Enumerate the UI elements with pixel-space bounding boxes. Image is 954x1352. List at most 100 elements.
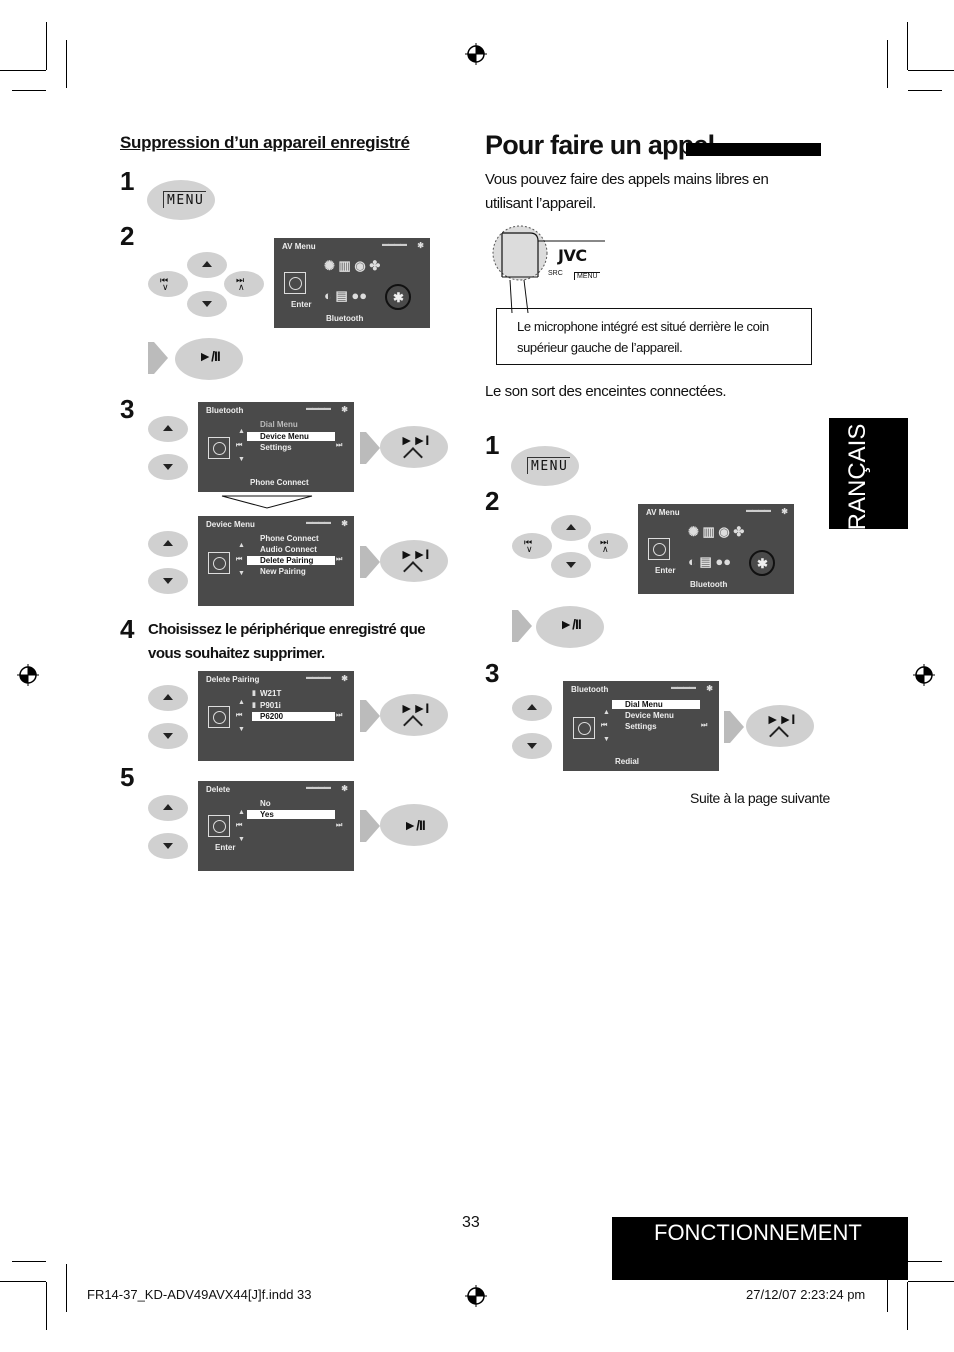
av-icons: ✺ ▥ ◉ ✤ — [688, 524, 745, 539]
step-number: 2 — [120, 221, 135, 251]
menu-label: MENU — [163, 191, 207, 208]
crop-mark — [887, 40, 888, 88]
svg-text:✱: ✱ — [757, 556, 768, 571]
next-up-button[interactable]: ►►I — [380, 694, 448, 736]
step-number: 2 — [485, 486, 500, 516]
up-button[interactable] — [187, 252, 227, 278]
play-pause-label: ►/II — [198, 348, 221, 364]
jvc-logo: JVC — [558, 246, 587, 265]
registration-mark-icon — [913, 664, 935, 686]
device-item: P901i — [260, 701, 281, 710]
crop-mark — [908, 1261, 942, 1262]
page-number: 33 — [462, 1214, 480, 1231]
arrow-down-icon: ▼ — [238, 726, 245, 733]
next-icon: ⏭ — [336, 556, 343, 563]
av-icons: ✺ ▥ ◉ ✤ — [324, 258, 381, 273]
screen-dash: ▬▬▬▬ — [306, 405, 331, 412]
registration-mark-icon — [465, 1285, 487, 1307]
next-icon: ⏭ — [701, 722, 708, 729]
down-button[interactable] — [148, 454, 188, 480]
play-pause-button[interactable]: ►/II — [536, 606, 604, 648]
up-button[interactable] — [148, 416, 188, 442]
screen-title: Deviec Menu — [206, 520, 255, 529]
arrow-up-icon: ▲ — [238, 428, 245, 435]
crop-mark — [12, 1261, 46, 1262]
arrow-up-icon: ▲ — [603, 709, 610, 716]
dial-icon — [648, 538, 670, 560]
menu-item: New Pairing — [260, 567, 306, 576]
section-heading: Suppression d’un appareil enregistré — [120, 133, 410, 152]
next-button[interactable]: ⏭∧ — [224, 271, 264, 297]
next-up-button[interactable]: ►►I — [380, 426, 448, 468]
skip-label: ►►I — [399, 700, 430, 716]
menu-button[interactable]: MENU — [511, 446, 579, 486]
up-button[interactable] — [148, 685, 188, 711]
screen-title: Delete — [206, 785, 231, 794]
prev-button[interactable]: ⏮∨ — [512, 533, 552, 559]
play-pause-button[interactable]: ►/II — [380, 804, 448, 846]
next-up-button[interactable]: ►►I — [380, 540, 448, 582]
crop-mark — [66, 40, 67, 88]
up-button[interactable] — [512, 695, 552, 721]
next-icon: ⏭ — [336, 822, 343, 829]
down-button[interactable] — [148, 568, 188, 594]
bluetooth-icon: ✱ — [341, 784, 348, 793]
menu-item: Phone Connect — [260, 534, 319, 543]
arrow-indicator — [366, 700, 380, 732]
arrow-indicator — [724, 711, 730, 743]
menu-item-selected: Dial Menu — [612, 700, 700, 709]
crop-mark — [908, 70, 954, 71]
up-button[interactable] — [148, 795, 188, 821]
page-title: Pour faire un appel — [485, 130, 715, 160]
down-button[interactable] — [551, 552, 591, 578]
dial-icon — [208, 552, 230, 574]
up-button[interactable] — [148, 531, 188, 557]
screen-dash: ▬▬▬▬ — [671, 684, 696, 691]
screen-enter: Enter — [291, 300, 312, 309]
bluetooth-icon: ✱ — [341, 405, 348, 414]
step-number: 5 — [120, 762, 135, 792]
play-pause-label: ►/II — [403, 817, 426, 833]
step-number: 3 — [120, 394, 135, 424]
step-number: 4 — [120, 614, 135, 644]
step-number: 3 — [485, 658, 500, 688]
next-up-button[interactable]: ►►I — [746, 705, 814, 747]
down-button[interactable] — [148, 833, 188, 859]
crop-mark — [908, 1281, 954, 1282]
play-pause-button[interactable]: ►/II — [175, 338, 243, 380]
device-menu-screen: Deviec Menu ▬▬▬▬ ✱ ▲ ⏮ ▼ ⏭ Phone Connect… — [198, 516, 354, 606]
up-button[interactable] — [551, 515, 591, 541]
down-button[interactable] — [148, 723, 188, 749]
arrow-indicator — [366, 432, 380, 464]
screen-enter: Enter — [655, 566, 676, 575]
screen-enter: Enter — [215, 843, 236, 852]
menu-item: Device Menu — [625, 711, 674, 720]
down-button[interactable] — [512, 733, 552, 759]
av-menu-screen: AV Menu ▬▬▬▬ ✱ Enter ✺ ▥ ◉ ✤ ◐ ▤ ●● ✱ Bl… — [274, 238, 430, 328]
dial-icon — [284, 272, 306, 294]
av-icons: ◐ ▤ ●● — [688, 554, 732, 569]
screen-dash: ▬▬▬▬ — [306, 519, 331, 526]
device-item: W21T — [260, 689, 282, 698]
arrow-down-icon: ▼ — [238, 836, 245, 843]
crop-mark — [908, 90, 942, 91]
step-number: 1 — [120, 166, 135, 196]
screen-title: Bluetooth — [571, 685, 609, 694]
phone-icon: ▮ — [252, 702, 256, 709]
registration-mark-icon — [17, 664, 39, 686]
crop-mark — [46, 1282, 47, 1330]
intro-text: Vous pouvez faire des appels mains libre… — [485, 171, 769, 212]
screen-title: Delete Pairing — [206, 675, 260, 684]
bluetooth-icon: ✱ — [706, 684, 713, 693]
next-button[interactable]: ⏭∧ — [588, 533, 628, 559]
prev-button[interactable]: ⏮∨ — [148, 271, 188, 297]
down-button[interactable] — [187, 291, 227, 317]
arrow-indicator — [366, 810, 380, 842]
bluetooth-icon: ✱ — [341, 519, 348, 528]
section-tab: FONCTIONNEMENT — [612, 1217, 908, 1280]
menu-button[interactable]: MENU — [147, 180, 215, 220]
dial-icon — [208, 437, 230, 459]
bluetooth-icon: ✱ — [341, 674, 348, 683]
dial-icon — [208, 815, 230, 837]
arrow-indicator — [512, 610, 518, 642]
